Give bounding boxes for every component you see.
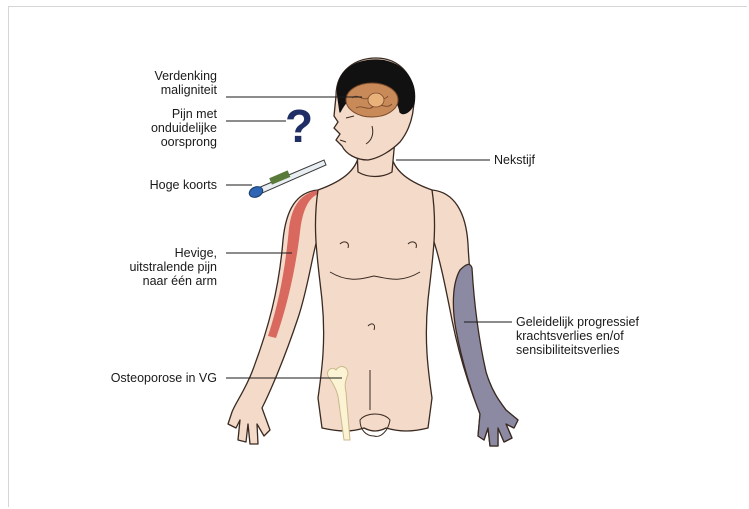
question-mark-icon: ?	[285, 100, 313, 152]
brain-icon	[346, 83, 398, 117]
label-stiff-neck: Nekstijf	[494, 153, 535, 167]
label-malignancy: Verdenking maligniteit	[154, 69, 217, 97]
label-line: naar één arm	[129, 274, 217, 288]
label-line: oorsprong	[151, 135, 217, 149]
label-line: onduidelijke	[151, 121, 217, 135]
label-line: uitstralende pijn	[129, 260, 217, 274]
label-line: Hoge koorts	[150, 178, 217, 192]
label-line: Pijn met	[151, 107, 217, 121]
label-line: Geleidelijk progressief	[516, 315, 639, 329]
label-line: Osteoporose in VG	[111, 371, 217, 385]
label-line: krachtsverlies en/of	[516, 329, 639, 343]
label-line: Verdenking	[154, 69, 217, 83]
label-unclear-pain: Pijn met onduidelijke oorsprong	[151, 107, 217, 149]
label-line: Hevige,	[129, 246, 217, 260]
weakness-area	[453, 264, 518, 446]
torso	[315, 150, 434, 431]
label-osteoporosis: Osteoporose in VG	[111, 371, 217, 385]
label-line: maligniteit	[154, 83, 217, 97]
label-radiating-pain: Hevige, uitstralende pijn naar één arm	[129, 246, 217, 288]
label-line: sensibiliteitsverlies	[516, 343, 639, 357]
label-fever: Hoge koorts	[150, 178, 217, 192]
left-arm	[228, 190, 318, 444]
label-line: Nekstijf	[494, 153, 535, 167]
label-progressive-loss: Geleidelijk progressief krachtsverlies e…	[516, 315, 639, 357]
